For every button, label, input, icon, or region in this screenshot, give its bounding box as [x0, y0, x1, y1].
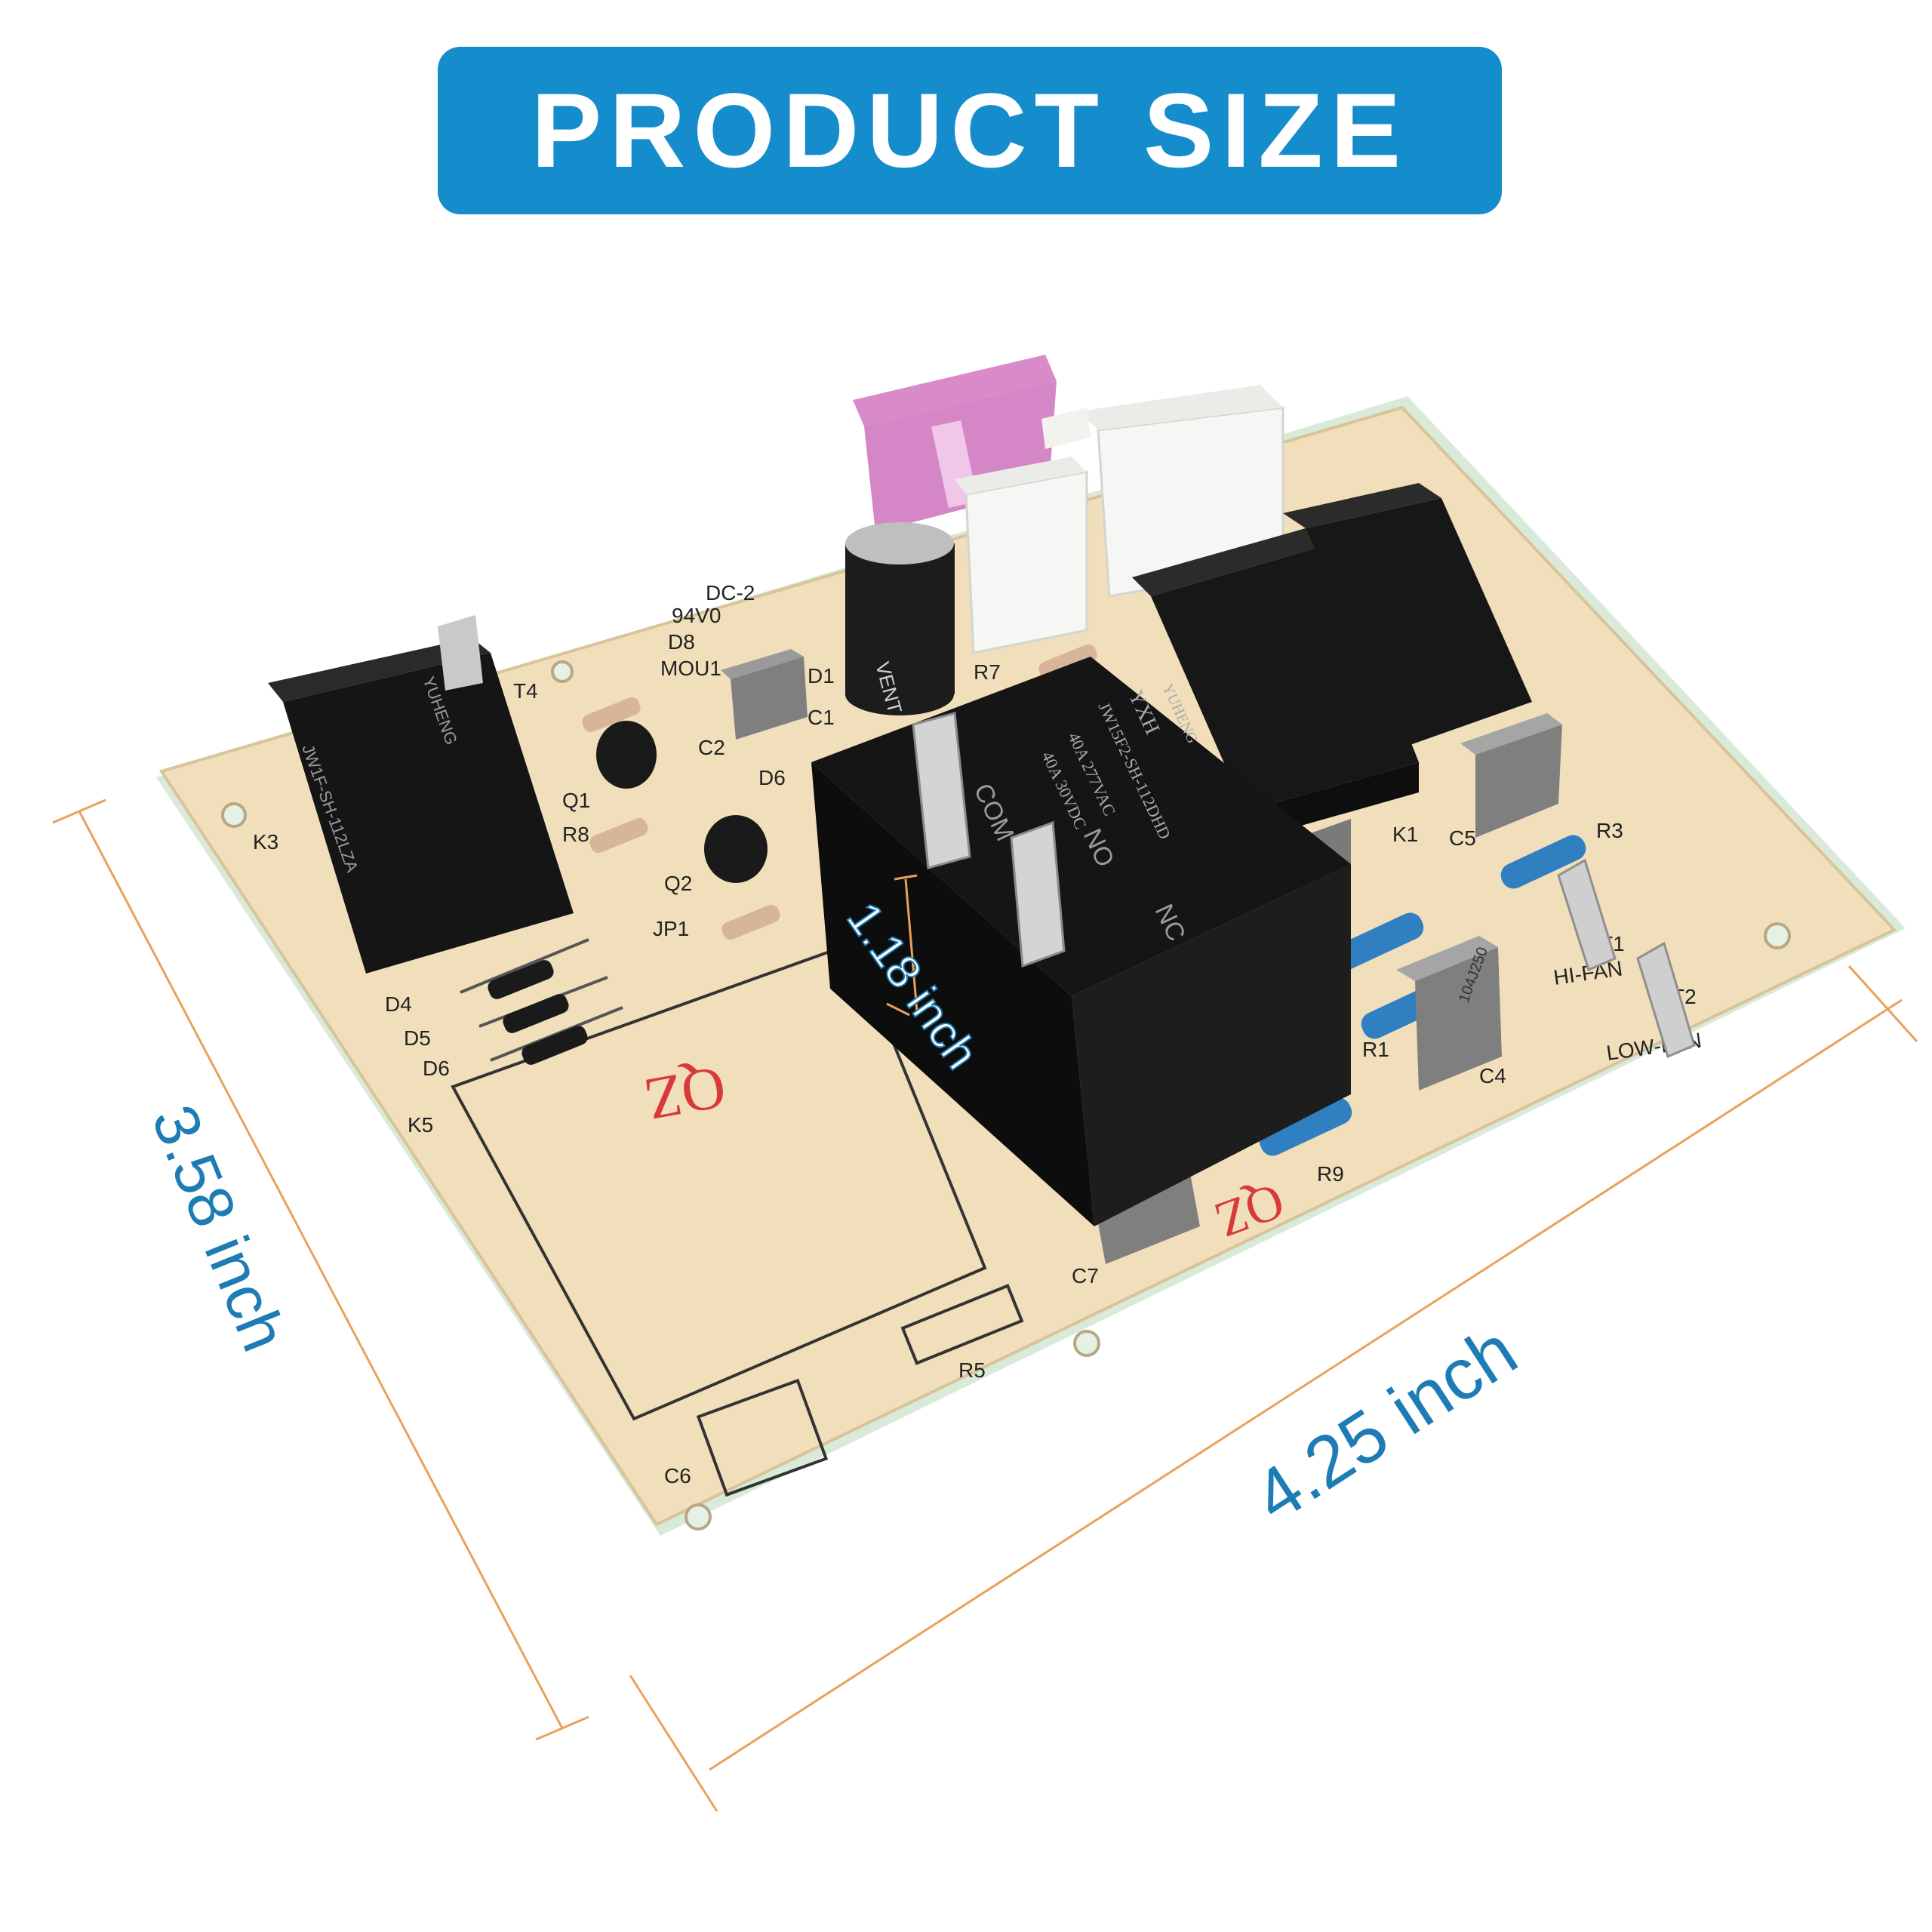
label-jp1: JP1 [653, 917, 689, 940]
mount-hole [551, 660, 574, 683]
white-connector-left [955, 457, 1088, 654]
label-k3: K3 [253, 830, 278, 854]
label-d6-top: D6 [758, 766, 786, 789]
r5-footprint [900, 1284, 1024, 1365]
spade-terminals [1557, 858, 1696, 1059]
label-c1: C1 [808, 706, 835, 729]
dimension-lines [52, 798, 1918, 1812]
depth-dimension-line [78, 811, 564, 1729]
diodes [460, 938, 623, 1065]
label-k1: K1 [1392, 823, 1418, 846]
label-c2: C2 [698, 736, 725, 759]
label-c4: C4 [1479, 1064, 1506, 1088]
label-d5: D5 [404, 1026, 431, 1050]
label-r7: R7 [974, 660, 1001, 684]
label-c5: C5 [1449, 826, 1476, 850]
transistor-q2 [704, 815, 768, 883]
mount-hole [221, 802, 247, 828]
resistors-small [582, 644, 1097, 940]
depth-label: 3.58 inch [138, 1096, 300, 1361]
label-r5: R5 [958, 1358, 986, 1382]
c6-footprint [696, 1378, 829, 1497]
large-relay: YXH YUHENG JW15F2-SH-112DHD 40A 277VAC 4… [811, 657, 1351, 1226]
label-c6: C6 [664, 1464, 691, 1487]
capacitor-c2 [721, 649, 808, 740]
label-mou1: MOU1 [660, 657, 721, 680]
relay-k1-b [1283, 483, 1532, 747]
label-94v0: 94V0 [672, 604, 721, 627]
mount-hole [1073, 1330, 1100, 1357]
mount-hole [1764, 922, 1791, 949]
label-d4: D4 [385, 992, 412, 1016]
width-dimension-line [709, 998, 1903, 1771]
transistor-q1 [596, 721, 657, 789]
label-d1: D1 [808, 664, 835, 688]
label-r8: R8 [562, 823, 589, 846]
film-capacitor-c5 [1460, 713, 1562, 838]
handwritten-mark: QZ [640, 1054, 731, 1133]
film-capacitor-c4: 104J250 [1396, 936, 1502, 1091]
label-r9: R9 [1317, 1162, 1344, 1186]
label-c7: C7 [1072, 1264, 1099, 1287]
mount-hole [685, 1503, 712, 1531]
k5-outline [451, 941, 987, 1421]
relay-k3: YUHENG JW1F-SH-112LZA [268, 615, 574, 974]
banner-title: PRODUCT SIZE [531, 71, 1409, 189]
label-q1: Q1 [562, 789, 590, 812]
label-t4: T4 [513, 679, 538, 703]
label-r1: R1 [1362, 1038, 1389, 1061]
label-dc2: DC-2 [706, 581, 755, 605]
electrolytic-capacitor: VENT [845, 522, 955, 716]
width-label: 4.25 inch [1240, 1310, 1531, 1538]
product-size-banner: PRODUCT SIZE [438, 47, 1502, 214]
label-d6: D6 [423, 1057, 450, 1080]
label-k5: K5 [408, 1113, 433, 1137]
label-q2: Q2 [664, 872, 692, 895]
label-d8: D8 [668, 630, 695, 654]
label-r3: R3 [1596, 819, 1623, 842]
height-dimension-line [904, 878, 918, 1012]
